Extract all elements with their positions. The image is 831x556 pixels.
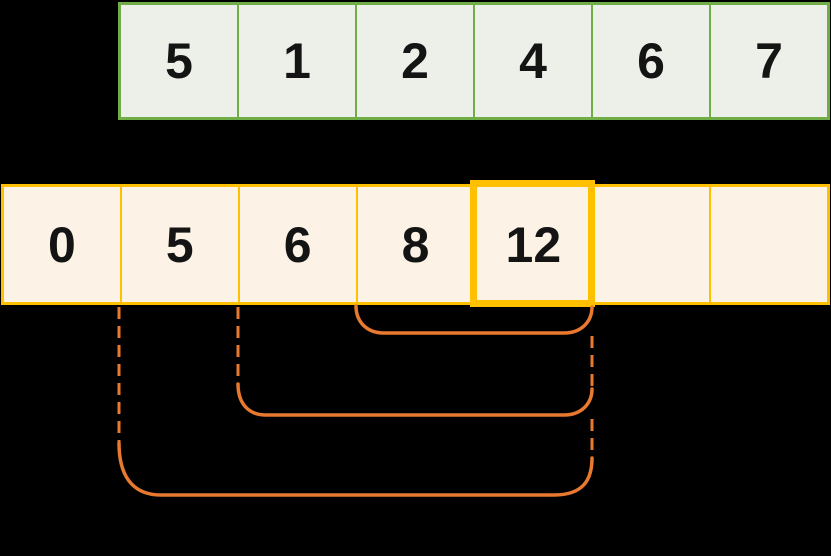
range-bracket-small [354, 304, 594, 335]
cell-value: 0 [48, 216, 76, 273]
prefix-array-cell-empty [591, 187, 709, 302]
prefix-array-cell-empty [709, 187, 827, 302]
prefix-array-cell: 8 [355, 187, 474, 302]
cell-value: 8 [401, 216, 430, 273]
cell-value: 4 [519, 33, 547, 89]
cell-value: 6 [283, 216, 312, 273]
prefix-sum-array: 0 5 6 8 12 [1, 184, 830, 305]
prefix-array-cell: 6 [237, 187, 356, 302]
cell-value: 5 [165, 33, 193, 89]
input-array-cell: 7 [709, 5, 827, 117]
input-array-cell: 2 [355, 5, 473, 117]
range-bracket-middle [236, 382, 594, 417]
cell-value: 1 [283, 33, 311, 89]
input-array-cell: 6 [591, 5, 709, 117]
cell-value: 5 [165, 216, 194, 273]
current-cell-highlight [470, 180, 595, 307]
input-array-cell: 5 [121, 5, 237, 117]
cell-value: 2 [401, 33, 429, 89]
cell-value: 7 [755, 33, 783, 89]
cell-value: 12 [505, 216, 562, 273]
input-array-cell: 1 [237, 5, 355, 117]
range-bracket-large [117, 441, 594, 497]
prefix-array-cell: 5 [119, 187, 238, 302]
input-array-cell: 4 [473, 5, 591, 117]
prefix-array-cell: 0 [4, 187, 120, 302]
cell-value: 6 [637, 33, 665, 89]
input-array: 5 1 2 4 6 7 [118, 2, 830, 120]
